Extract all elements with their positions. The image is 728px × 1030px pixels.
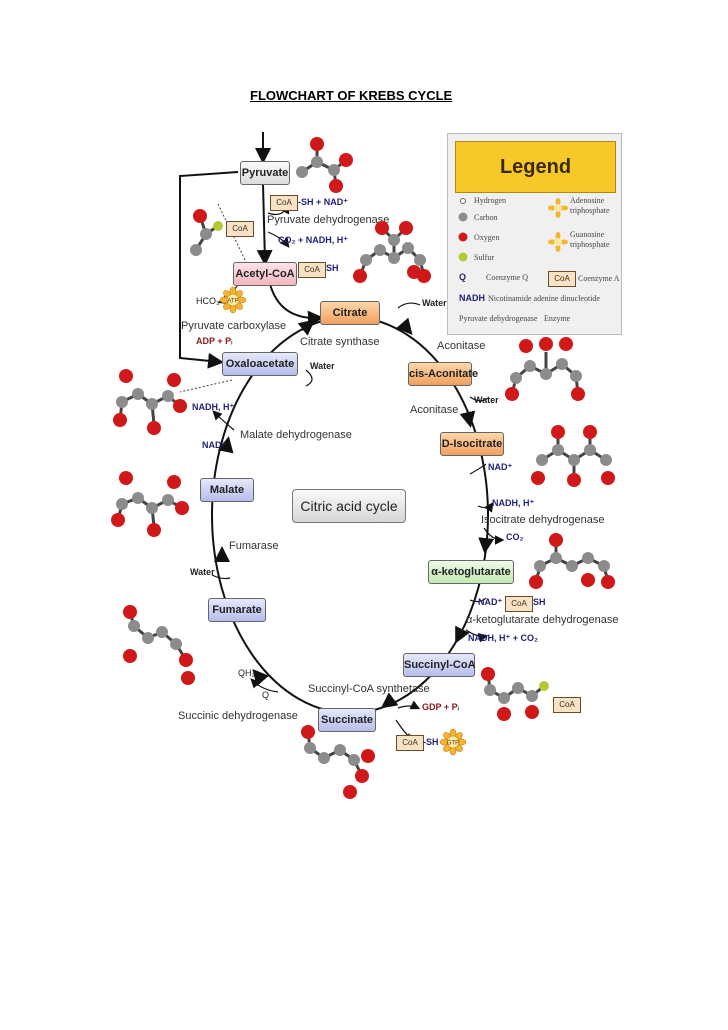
molecule-pyruvate (296, 137, 353, 193)
coa-tag-succinyl: CoA (553, 697, 581, 713)
arrow-acetyl-citrate (269, 283, 324, 327)
legend-gtp-icon (548, 232, 568, 252)
cofactor-co2-nadh: CO₂ + NADH, H⁺ (278, 235, 349, 245)
molecule-akg (529, 533, 615, 589)
molecule-malate (111, 471, 189, 537)
cofactor-q: Q (262, 690, 270, 700)
arrow-citrate-cis (396, 317, 413, 336)
cofactor-nadh-malate: NADH, H⁺ (192, 402, 235, 412)
cofactor-water-citrate: Water (422, 298, 447, 308)
page-title: FLOWCHART OF KREBS CYCLE (250, 88, 453, 103)
cofactor-water-oxalo: Water (310, 361, 335, 371)
arrow-akg-succoa (455, 625, 470, 644)
legend-oxygen: Oxygen (474, 233, 500, 242)
arrow-pyr-acetyl (256, 183, 273, 266)
cofactor-nad-akg: NAD⁺ + (478, 597, 511, 607)
cofactor-hco3: HCO₃⁻ + (196, 296, 233, 306)
legend-panel: Legend Hydrogen Carbon Oxygen Sulfur Q C… (447, 133, 622, 335)
legend-carbon-icon (458, 212, 468, 222)
legend-coenzyme-a: Coenzyme A (578, 274, 620, 283)
cofactor-nad-isocitrate: NAD⁺ (488, 462, 513, 472)
metabolite-succinyl-coa: Succinyl-CoA (403, 653, 476, 677)
molecule-fumarate (123, 605, 195, 685)
coa-tag-succinate: CoA (396, 735, 424, 751)
gtp-icon: GTP (439, 728, 467, 756)
molecule-succinyl-coa (481, 667, 549, 721)
molecule-oxaloacetate (113, 369, 187, 435)
enzyme-pyruvate-dehydrogenase: Pyruvate dehydrogenase (267, 214, 390, 226)
arrow-succoa-succ (380, 692, 399, 709)
arrow-mal-oxa (217, 436, 234, 454)
enzyme-fumarase: Fumarase (229, 540, 279, 552)
enzyme-isocitrate-dehydrogenase: Isocitrate dehydrogenase (481, 514, 605, 526)
enzyme-pyruvate-carboxylase: Pyruvate carboxylase (181, 320, 287, 332)
molecule-citrate (353, 221, 431, 283)
enzyme-succinyl-coa-synthetase: Succinyl-CoA synthetase (308, 683, 430, 695)
metabolite-cis-aconitate: cis-Aconitate (408, 362, 478, 386)
enzyme-malate-dehydrogenase: Malate dehydrogenase (240, 429, 352, 441)
legend-atp-icon (548, 198, 568, 218)
legend-enzyme-label: Enzyme (544, 314, 571, 323)
legend-nadh-symbol: NADH (459, 293, 485, 303)
metabolite-citrate: Citrate (320, 301, 380, 325)
legend-atp: Adenosine triphosphate (570, 196, 610, 215)
cofactor-qh2: QH₂ (238, 668, 255, 678)
cofactor-nadh-co2-akg: NADH, H⁺ + CO₂ (468, 633, 539, 643)
cofactor-water-fumarase: Water (190, 567, 215, 577)
arrow-cis-iso (459, 410, 476, 428)
legend-enzyme-example: Pyruvate dehydrogenase (459, 314, 538, 323)
legend-sulfur-icon (458, 252, 468, 262)
metabolite-fumarate: Fumarate (208, 598, 266, 622)
legend-sulfur: Sulfur (474, 253, 494, 262)
enzyme-citrate-synthase: Citrate synthase (300, 336, 380, 348)
cofactor-gdp-pi: GDP + Pᵢ (422, 702, 459, 712)
cofactor-acetyl-sh: SH (326, 263, 339, 273)
citric-acid-cycle-label: Citric acid cycle (292, 489, 406, 523)
legend-hydrogen-icon (460, 198, 466, 204)
coa-tag-top: CoA (270, 195, 298, 211)
molecule-acetyl (190, 209, 223, 256)
legend-hydrogen: Hydrogen (474, 196, 506, 205)
legend-nadh-desc: Nicotinamide adenine dinucleotide (488, 294, 600, 303)
metabolite-succinate: Succinate (318, 708, 376, 732)
cofactor-adp-pi: ADP + Pᵢ (196, 336, 233, 346)
legend-coenzyme-q: Coenzyme Q (486, 273, 528, 282)
svg-text:GTP: GTP (447, 741, 459, 747)
legend-title: Legend (455, 141, 616, 193)
enzyme-aconitase-1: Aconitase (437, 340, 486, 352)
metabolite-alpha-ketoglutarate: α-ketoglutarate (428, 560, 514, 584)
metabolite-pyruvate: Pyruvate (240, 161, 290, 185)
legend-oxygen-icon (458, 232, 468, 242)
enzyme-akg-dehydrogenase: α-ketoglutarate dehydrogenase (466, 614, 619, 626)
svg-text:ATP: ATP (227, 299, 238, 305)
metabolite-oxaloacetate: Oxaloacetate (222, 352, 298, 376)
cofactor-water-cis: Water (474, 395, 499, 405)
cofactor-sh-nad: -SH + NAD⁺ (298, 197, 349, 207)
metabolite-d-isocitrate: D-Isocitrate (440, 432, 504, 456)
legend-carbon: Carbon (474, 213, 498, 222)
atp-icon: ATP (219, 286, 247, 314)
cofactor-nad-malate: NAD⁺ (202, 440, 227, 450)
coa-tag-acetyl-left: CoA (226, 221, 254, 237)
metabolite-malate: Malate (200, 478, 254, 502)
cofactor-nadh-isocitrate: NADH, H⁺ (492, 498, 535, 508)
coa-tag-akg: CoA (505, 596, 533, 612)
metabolite-acetyl-coa: Acetyl-CoA (233, 262, 297, 286)
enzyme-aconitase-2: Aconitase (410, 404, 459, 416)
cofactor-co2-isocitrate: CO₂ (506, 532, 524, 542)
coa-tag-acetyl-right: CoA (298, 262, 326, 278)
legend-gtp: Guanosine triphosphate (570, 230, 610, 249)
cofactor-succ-sh: -SH + (423, 737, 447, 747)
arrow-iso-akg (478, 537, 495, 554)
arrow-succ-fum (252, 668, 269, 687)
enzyme-succinic-dehydrogenase: Succinic dehydrogenase (178, 710, 298, 722)
molecule-cis-aconitate (505, 337, 585, 401)
molecule-succinate (301, 725, 375, 799)
legend-q-symbol: Q (459, 272, 467, 282)
molecule-isocitrate (531, 425, 615, 487)
cofactor-akg-sh: SH (533, 597, 546, 607)
legend-coa-icon: CoA (548, 271, 576, 287)
arrow-bypass (179, 171, 239, 369)
